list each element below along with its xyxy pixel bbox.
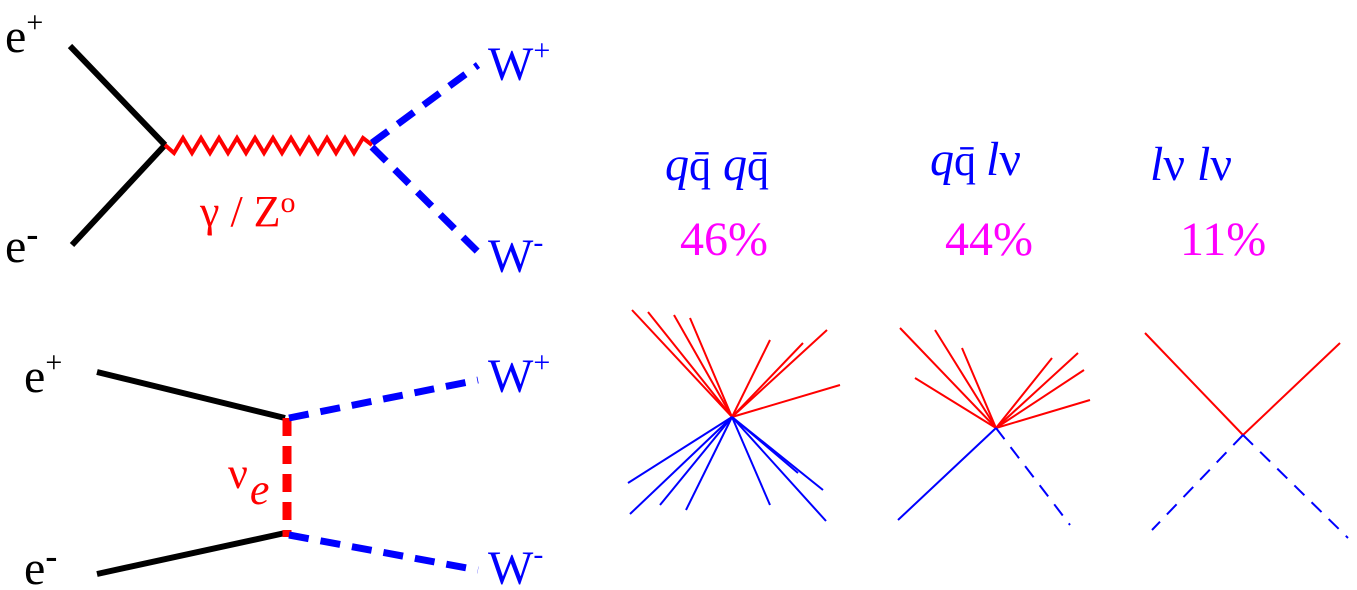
w-plus-line-t: [288, 376, 479, 422]
channel-label-semileptonic: qq̄lν: [930, 133, 1021, 186]
e-plus-line: [67, 43, 168, 148]
propagator-label: γ / Zo: [199, 186, 296, 236]
topology-semileptonic: [897, 327, 1091, 526]
w-minus-label-t: W-: [488, 538, 543, 590]
e-minus-label-t: e-: [24, 536, 57, 590]
w-plus-label-t: W+: [488, 346, 550, 403]
channel-fraction-leptonic: 11%: [1180, 213, 1266, 266]
s-channel-diagram: e+ e- W+ W- γ / Zo: [5, 6, 550, 283]
e-plus-line-t: [96, 369, 286, 421]
w-plus-label: W+: [488, 34, 550, 91]
e-minus-line-t: [96, 530, 286, 577]
e-plus-label-t: e+: [24, 346, 62, 403]
e-plus-label: e+: [5, 6, 43, 63]
photon-z-propagator: [163, 134, 374, 157]
channel-fraction-semileptonic: 44%: [945, 213, 1033, 266]
e-minus-line: [69, 142, 168, 248]
channel-label-hadronic: qq̄qq̄: [665, 138, 769, 191]
neutrino-label: νe: [228, 449, 269, 514]
channel-fraction-hadronic: 46%: [680, 213, 768, 266]
w-minus-line: [369, 144, 481, 255]
t-channel-diagram: e+ e- W+ W- νe: [24, 346, 550, 590]
e-minus-label: e-: [5, 214, 38, 273]
w-plus-line: [369, 62, 481, 146]
w-minus-line-t: [288, 531, 479, 574]
topology-leptonic: [1144, 332, 1349, 539]
topology-hadronic: [627, 309, 841, 522]
w-minus-label: W-: [488, 226, 543, 283]
